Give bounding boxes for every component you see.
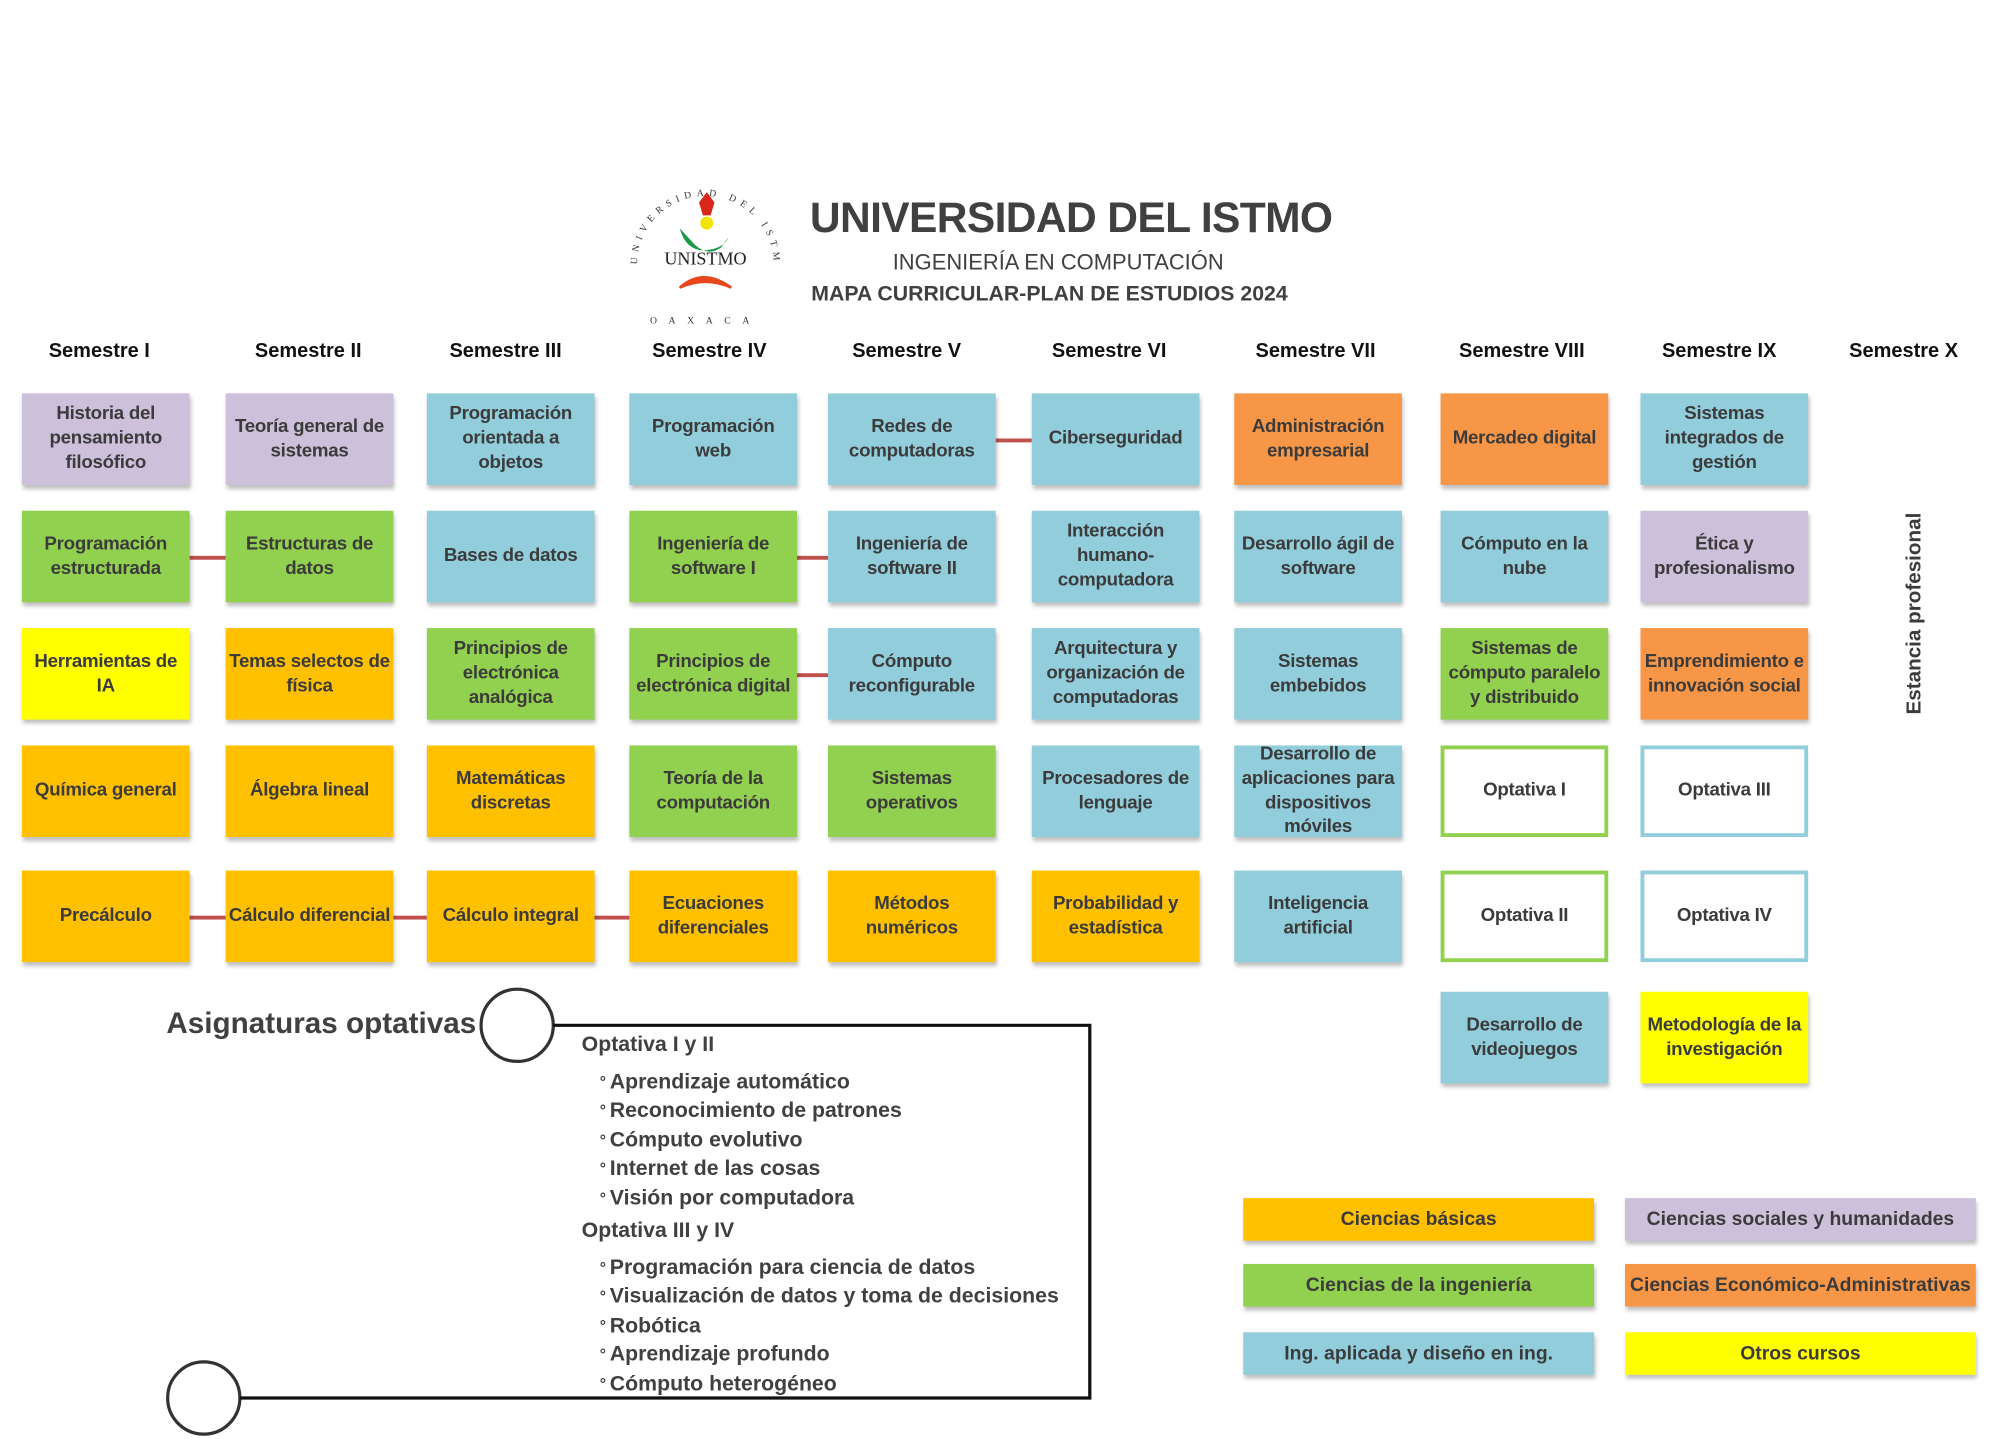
course-box[interactable]: Optativa III — [1640, 745, 1809, 838]
plan-title: MAPA CURRICULAR-PLAN DE ESTUDIOS 2024 — [811, 282, 1288, 306]
course-box[interactable]: Estructuras de datos — [225, 510, 394, 603]
course-box[interactable]: Precálculo — [21, 870, 190, 963]
course-box[interactable]: Interacción humano-computadora — [1031, 510, 1200, 603]
course-box[interactable]: Cómputo reconfigurable — [827, 628, 996, 720]
course-box[interactable]: Metodología de la investigación — [1640, 991, 1809, 1084]
optativa-item: Visualización de datos y toma de decisio… — [600, 1282, 1059, 1311]
optativa-group-heading: Optativa III y IV — [581, 1218, 735, 1242]
course-box[interactable]: Herramientas de IA — [21, 628, 190, 720]
semester-header: Semestre V — [852, 340, 962, 363]
course-box[interactable]: Administración empresarial — [1234, 393, 1402, 485]
course-box[interactable]: Ética y profesionalismo — [1640, 510, 1809, 603]
course-box[interactable]: Desarrollo de aplicaciones para disposit… — [1234, 744, 1402, 837]
semester-header: Semestre II — [254, 340, 362, 363]
svg-text:UNISTMO: UNISTMO — [664, 248, 746, 268]
course-box[interactable]: Cómputo en la nube — [1440, 510, 1609, 603]
semester-header: Semestre III — [449, 340, 562, 363]
legend-item: Ciencias de la ingeniería — [1243, 1263, 1595, 1307]
optativa-group-items: Programación para ciencia de datosVisual… — [600, 1253, 1059, 1398]
course-box[interactable]: Teoría general de sistemas — [225, 393, 394, 485]
course-box[interactable]: Ingeniería de software I — [629, 510, 798, 603]
course-box[interactable]: Optativa I — [1440, 745, 1609, 838]
optativa-item: Visión por computadora — [600, 1183, 1059, 1212]
course-box[interactable]: Procesadores de lenguaje — [1031, 745, 1200, 838]
prerequisite-connector — [797, 673, 828, 678]
course-box[interactable]: Historia del pensamiento filosófico — [21, 393, 190, 485]
course-box[interactable]: Cálculo diferencial — [225, 870, 394, 963]
course-box[interactable]: Sistemas de cómputo paralelo y distribui… — [1440, 628, 1609, 720]
semester-header: Semestre X — [1849, 340, 1959, 363]
course-box[interactable]: Arquitectura y organización de computado… — [1031, 628, 1200, 720]
course-box[interactable]: Teoría de la computación — [629, 745, 798, 838]
course-box[interactable]: Mercadeo digital — [1440, 393, 1609, 485]
course-box[interactable]: Bases de datos — [426, 510, 595, 603]
semester-header: Semestre VIII — [1459, 340, 1585, 363]
optativa-group-heading: Optativa I y II — [581, 1033, 715, 1057]
svg-text:OAXACA: OAXACA — [650, 316, 761, 327]
course-box[interactable]: Emprendimiento e innovación social — [1640, 628, 1809, 720]
course-box[interactable]: Programación orientada a objetos — [426, 393, 595, 485]
course-box[interactable]: Ciberseguridad — [1031, 393, 1200, 485]
semester-header: Semestre I — [48, 340, 150, 363]
prerequisite-connector — [393, 915, 427, 920]
prerequisite-connector — [189, 555, 226, 560]
unistmo-logo: UNIVERSIDAD DEL ISTMO OAXACA UNISTMO — [622, 174, 777, 327]
course-box[interactable]: Sistemas embebidos — [1234, 628, 1402, 720]
legend-item: Ciencias sociales y humanidades — [1625, 1198, 1976, 1241]
optativa-item: Aprendizaje automático — [600, 1067, 1059, 1096]
course-box[interactable]: Métodos numéricos — [827, 870, 996, 963]
course-box[interactable]: Principios de electrónica analógica — [426, 628, 595, 720]
course-box[interactable]: Ecuaciones diferenciales — [629, 870, 798, 963]
legend-item: Otros cursos — [1625, 1332, 1976, 1375]
program-name: INGENIERÍA EN COMPUTACIÓN — [892, 250, 1224, 275]
prerequisite-connector — [797, 555, 828, 560]
course-box[interactable]: Probabilidad y estadística — [1031, 870, 1200, 963]
course-box[interactable]: Temas selectos de física — [225, 628, 394, 720]
estancia-profesional: Estancia profesional — [1903, 512, 1926, 715]
circle-icon — [166, 1360, 242, 1436]
course-box[interactable]: Sistemas integrados de gestión — [1640, 393, 1809, 485]
course-box[interactable]: Química general — [21, 745, 190, 838]
optativa-item: Cómputo heterogéneo — [600, 1369, 1059, 1398]
course-box[interactable]: Programación web — [629, 393, 798, 485]
optativa-item: Reconocimiento de patrones — [600, 1096, 1059, 1125]
course-box[interactable]: Principios de electrónica digital — [629, 628, 798, 720]
semester-header: Semestre IV — [652, 340, 767, 363]
course-box[interactable]: Sistemas operativos — [827, 745, 996, 838]
prerequisite-connector — [189, 915, 226, 920]
course-box[interactable]: Optativa II — [1440, 870, 1609, 963]
course-box[interactable]: Cálculo integral — [426, 870, 595, 963]
course-box[interactable]: Inteligencia artificial — [1234, 870, 1402, 963]
legend-item: Ciencias Económico-Administrativas — [1625, 1263, 1976, 1307]
semester-header: Semestre VII — [1255, 340, 1376, 363]
optativa-item: Aprendizaje profundo — [600, 1340, 1059, 1369]
course-box[interactable]: Desarrollo de videojuegos — [1440, 991, 1609, 1084]
legend-item: Ciencias básicas — [1243, 1198, 1595, 1241]
prerequisite-connector — [594, 915, 630, 920]
optativa-item: Cómputo evolutivo — [600, 1125, 1059, 1154]
course-box[interactable]: Redes de computadoras — [827, 393, 996, 485]
university-title: UNIVERSIDAD DEL ISTMO — [809, 193, 1333, 242]
optativa-item: Programación para ciencia de datos — [600, 1253, 1059, 1282]
prerequisite-connector — [995, 438, 1032, 443]
course-box[interactable]: Programación estructurada — [21, 510, 190, 603]
course-box[interactable]: Ingeniería de software II — [827, 510, 996, 603]
optativa-item: Internet de las cosas — [600, 1154, 1059, 1183]
course-box[interactable]: Álgebra lineal — [225, 745, 394, 838]
optativa-item: Robótica — [600, 1311, 1059, 1340]
optativas-title: Asignaturas optativas — [166, 1005, 477, 1040]
course-box[interactable]: Optativa IV — [1640, 870, 1809, 963]
course-box[interactable]: Matemáticas discretas — [426, 745, 595, 838]
course-box[interactable]: Desarrollo ágil de software — [1234, 510, 1402, 603]
semester-header: Semestre VI — [1051, 340, 1167, 363]
circle-icon — [479, 987, 555, 1064]
optativas-list: Optativa I y II Aprendizaje automáticoRec… — [582, 1030, 1059, 1398]
semester-header: Semestre IX — [1661, 340, 1777, 363]
optativa-group-items: Aprendizaje automáticoReconocimiento de … — [600, 1067, 1059, 1212]
legend-item: Ing. aplicada y diseño en ing. — [1243, 1332, 1595, 1375]
